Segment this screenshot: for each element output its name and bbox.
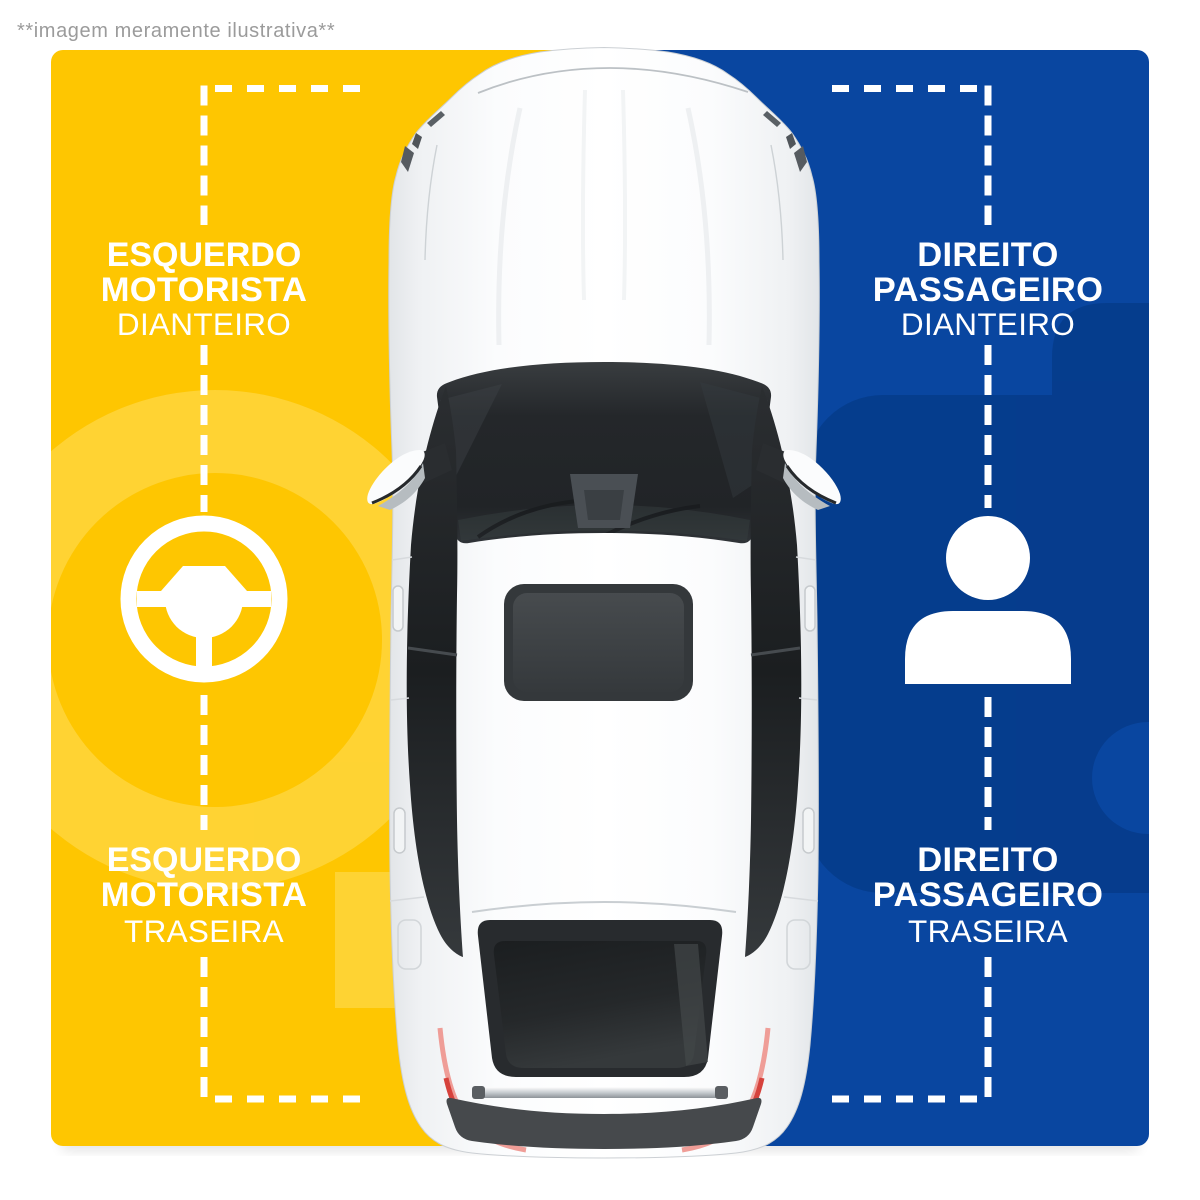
svg-text:**imagem meramente ilustrativa: **imagem meramente ilustrativa** [17, 20, 335, 42]
svg-text:ESQUERDO: ESQUERDO [107, 236, 302, 274]
svg-text:MOTORISTA: MOTORISTA [101, 271, 308, 309]
svg-text:DIREITO: DIREITO [917, 841, 1058, 879]
svg-text:DIANTEIRO: DIANTEIRO [901, 306, 1075, 342]
svg-text:TRASEIRA: TRASEIRA [124, 913, 284, 949]
svg-text:PASSAGEIRO: PASSAGEIRO [873, 271, 1103, 309]
svg-text:ESQUERDO: ESQUERDO [107, 841, 302, 879]
svg-text:DIANTEIRO: DIANTEIRO [117, 306, 291, 342]
svg-text:PASSAGEIRO: PASSAGEIRO [873, 876, 1103, 914]
svg-text:TRASEIRA: TRASEIRA [908, 913, 1068, 949]
svg-text:DIREITO: DIREITO [917, 236, 1058, 274]
svg-text:MOTORISTA: MOTORISTA [101, 876, 308, 914]
